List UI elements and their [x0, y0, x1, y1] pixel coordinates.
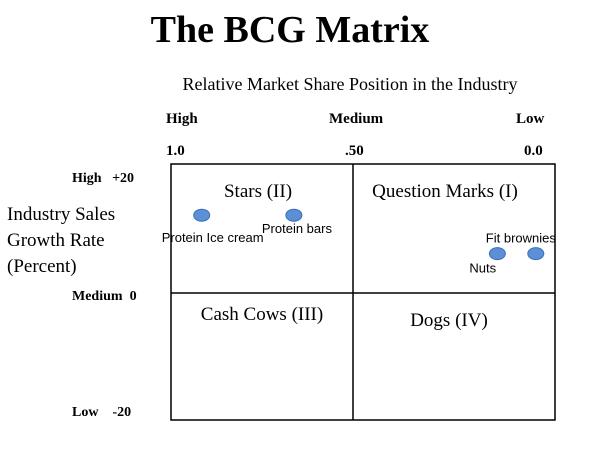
quadrant-question-marks: Question Marks (I) [372, 181, 518, 202]
y-level-medium: Medium 0 [72, 289, 137, 304]
x-level-low: Low [516, 111, 545, 127]
point-label: Fit brownies [486, 231, 557, 246]
point-label: Protein Ice cream [162, 230, 264, 245]
quadrant-cash-cows: Cash Cows (III) [201, 304, 323, 325]
point-marker [527, 247, 545, 261]
point-marker [193, 208, 211, 222]
point-marker [488, 247, 506, 261]
point-label: Protein bars [262, 221, 333, 236]
x-value-low: 0.0 [524, 143, 543, 159]
matrix-border [170, 163, 556, 421]
quadrant-stars: Stars (II) [224, 181, 292, 202]
matrix-grid [170, 163, 556, 421]
x-level-medium: Medium [329, 111, 384, 127]
page-title: The BCG Matrix [150, 9, 430, 51]
y-level-high: High +20 [72, 171, 135, 186]
y-axis-title: Industry Sales Growth Rate (Percent) [7, 204, 116, 277]
x-axis-title: Relative Market Share Position in the In… [182, 74, 518, 94]
x-value-high: 1.0 [166, 143, 185, 159]
point-marker [285, 208, 303, 222]
x-value-medium: .50 [345, 143, 364, 159]
x-level-high: High [166, 111, 198, 127]
y-level-low: Low -20 [72, 405, 132, 420]
point-label: Nuts [469, 261, 496, 276]
quadrant-dogs: Dogs (IV) [410, 310, 488, 331]
